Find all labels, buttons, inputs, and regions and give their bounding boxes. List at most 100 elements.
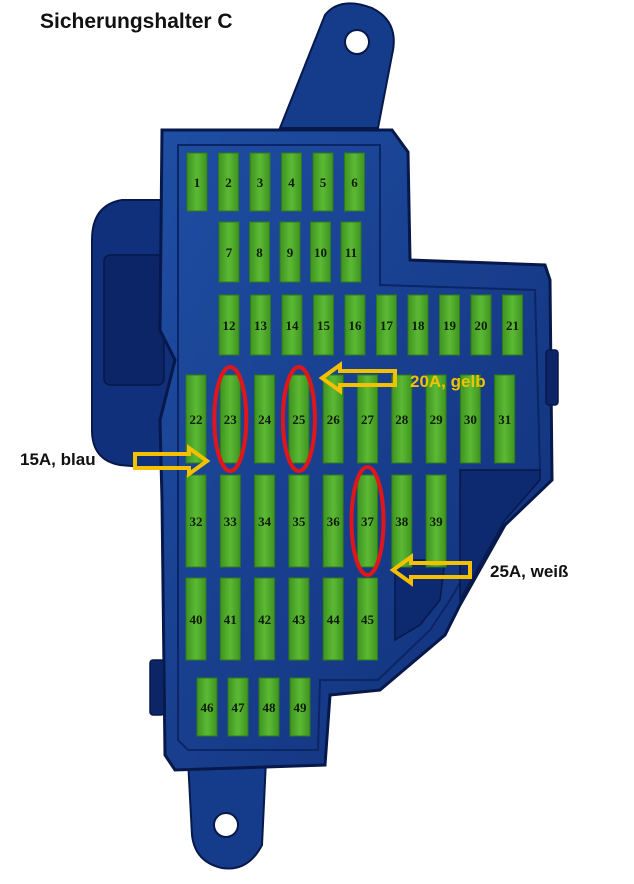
fuse-40	[185, 577, 207, 661]
fuse-label-11: 11	[345, 245, 357, 260]
fuse-2	[218, 152, 239, 212]
fuse-34	[254, 474, 276, 568]
fuse-43	[288, 577, 310, 661]
fuse-11	[340, 221, 362, 283]
fuse-label-5: 5	[320, 175, 327, 190]
fuse-label-23: 23	[224, 412, 238, 427]
fuse-label-38: 38	[395, 514, 409, 529]
callout-20a-gelb: 20A, gelb	[410, 372, 486, 391]
fuse-label-25: 25	[292, 412, 306, 427]
fuse-label-35: 35	[292, 514, 306, 529]
highlight-fuse-37	[349, 465, 386, 577]
right-clip	[545, 349, 559, 406]
top-mounting-lug	[278, 2, 395, 129]
fuse-46	[196, 677, 218, 737]
left-clip	[149, 659, 165, 716]
fuse-label-28: 28	[395, 412, 409, 427]
fuse-label-48: 48	[263, 700, 277, 715]
diagram-title: Sicherungshalter C	[40, 10, 233, 33]
arrow-to-fuse-23	[133, 444, 211, 478]
fuse-12	[218, 294, 240, 356]
fuse-label-49: 49	[294, 700, 308, 715]
fuse-1	[186, 152, 208, 212]
fuse-15	[313, 294, 334, 356]
fuse-label-36: 36	[327, 514, 341, 529]
fuse-label-14: 14	[286, 318, 300, 333]
fuse-label-47: 47	[232, 700, 246, 715]
fuse-label-19: 19	[443, 318, 457, 333]
fuse-16	[344, 294, 366, 356]
fuse-label-30: 30	[464, 412, 477, 427]
top-mount-hole	[344, 29, 370, 55]
arrow-to-fuse-25	[318, 361, 397, 395]
highlight-fuse-25	[280, 365, 317, 473]
fuse-19	[439, 294, 460, 356]
fuse-27	[357, 374, 378, 464]
arrow-to-fuse-37	[389, 553, 472, 587]
fuse-label-33: 33	[224, 514, 238, 529]
fuse-label-44: 44	[327, 612, 341, 627]
bottom-mount-hole	[213, 812, 239, 838]
fuse-5	[312, 152, 334, 212]
fuse-35	[288, 474, 310, 568]
highlight-fuse-23	[212, 365, 249, 473]
fuse-label-6: 6	[351, 175, 358, 190]
fuse-45	[357, 577, 378, 661]
fuse-label-4: 4	[288, 175, 295, 190]
fuse-4	[281, 152, 302, 212]
fuse-label-15: 15	[317, 318, 331, 333]
fuse-32	[185, 474, 207, 568]
fuse-18	[407, 294, 429, 356]
fuse-49	[289, 677, 311, 737]
fuse-33	[219, 474, 241, 568]
fuse-label-22: 22	[190, 412, 203, 427]
fuse-38	[391, 474, 413, 568]
side-connector-slot	[103, 254, 165, 386]
fuse-28	[391, 374, 413, 464]
fuse-label-24: 24	[258, 412, 272, 427]
fuse-label-27: 27	[361, 412, 375, 427]
fuse-label-45: 45	[361, 612, 375, 627]
fuse-label-7: 7	[226, 245, 233, 260]
fuse-3	[249, 152, 271, 212]
highlight-ellipses	[212, 365, 386, 577]
callout-25a-weiss: 25A, weiß	[490, 562, 569, 581]
fuse-37	[357, 474, 378, 568]
callout-arrows	[133, 361, 472, 587]
fuse-label-17: 17	[380, 318, 394, 333]
fuse-label-8: 8	[256, 245, 263, 260]
fuse-6	[344, 152, 365, 212]
fuse-41	[219, 577, 241, 661]
fuse-22	[185, 374, 207, 464]
fuse-label-40: 40	[190, 612, 203, 627]
fuse-label-39: 39	[430, 514, 444, 529]
fuse-label-21: 21	[506, 318, 519, 333]
fuse-label-2: 2	[225, 175, 232, 190]
fuse-label-31: 31	[498, 412, 511, 427]
fuse-36	[322, 474, 344, 568]
fuse-label-12: 12	[223, 318, 236, 333]
fuse-label-1: 1	[194, 175, 201, 190]
fuse-39	[425, 474, 447, 568]
fuse-24	[254, 374, 276, 464]
fuse-20	[470, 294, 492, 356]
fuse-tray	[177, 144, 542, 751]
fuse-label-18: 18	[412, 318, 426, 333]
fuse-label-37: 37	[361, 514, 375, 529]
fuse-label-32: 32	[190, 514, 203, 529]
fuse-label-41: 41	[224, 612, 237, 627]
fuse-13	[250, 294, 271, 356]
fuse-21	[502, 294, 523, 356]
fuse-17	[376, 294, 397, 356]
fuse-label-16: 16	[349, 318, 363, 333]
fuse-30	[459, 374, 481, 464]
fuse-label-13: 13	[254, 318, 268, 333]
fuse-label-9: 9	[287, 245, 294, 260]
fuse-label-10: 10	[314, 245, 327, 260]
fuse-42	[254, 577, 276, 661]
fuse-29	[425, 374, 447, 464]
fuse-label-46: 46	[201, 700, 215, 715]
fuse-14	[281, 294, 303, 356]
